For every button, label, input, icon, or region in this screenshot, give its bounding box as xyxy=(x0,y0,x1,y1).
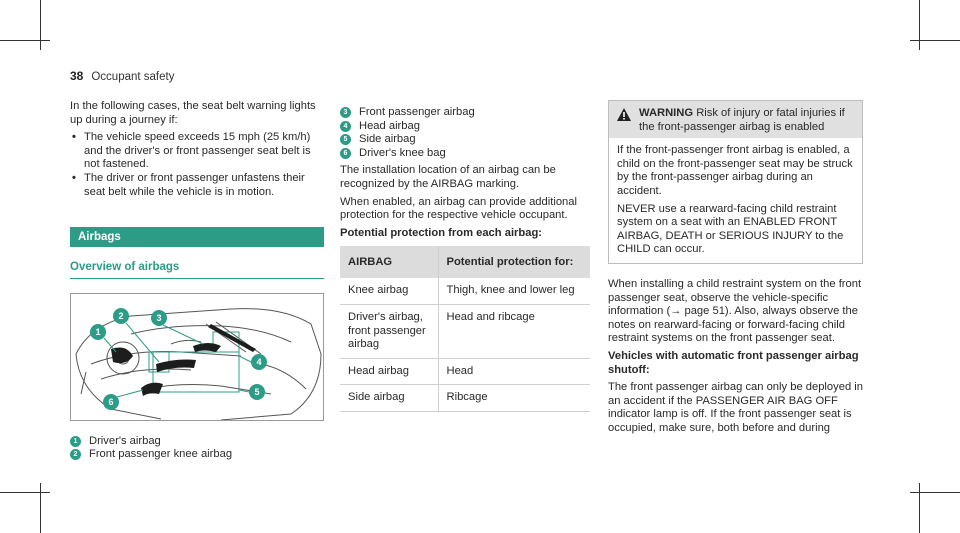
table-cell: Knee airbag xyxy=(340,278,439,305)
bullet-item: The vehicle speed exceeds 15 mph (25 km/… xyxy=(70,131,324,172)
child-restraint-paragraph: When installing a child restraint system… xyxy=(608,277,862,345)
warning-triangle-icon xyxy=(617,108,631,121)
crop-mark xyxy=(919,483,920,533)
crop-mark xyxy=(40,0,41,50)
table-cell: Head xyxy=(438,358,590,386)
number-badge: 1 xyxy=(70,435,81,447)
warning-title-block: WARNING Risk of injury or fatal injuries… xyxy=(639,107,854,134)
protection-paragraph: When enabled, an airbag can provide addi… xyxy=(340,195,577,222)
vehicle-interior-illustration: 1 2 3 4 5 6 xyxy=(75,307,322,420)
subsection-heading: Overview of airbags xyxy=(70,261,324,279)
page-header: 38 Occupant safety xyxy=(70,69,175,85)
crop-mark xyxy=(910,40,960,41)
figure-legend-continued: 3 Front passenger airbag 4 Head airbag 5… xyxy=(340,106,590,160)
warning-text: NEVER use a rearward-facing child restra… xyxy=(617,202,844,256)
warning-title: Risk of injury or fatal injuries if the … xyxy=(639,107,845,133)
warning-label: WARNING xyxy=(639,107,694,119)
column-left: In the following cases, the seat belt wa… xyxy=(70,100,324,462)
page-title: Occupant safety xyxy=(91,71,175,83)
table-header-row: AIRBAG Potential protection for: xyxy=(340,246,590,279)
page-number: 38 xyxy=(70,69,84,83)
legend-label: Driver's knee bag xyxy=(359,146,446,159)
airbag-overview-figure: 1 2 3 4 5 6 xyxy=(70,292,324,421)
table-cell: Head airbag xyxy=(340,358,439,386)
legend-label: Side airbag xyxy=(359,133,416,146)
callout-5: 5 xyxy=(254,387,259,397)
legend-label: Front passenger airbag xyxy=(359,106,475,118)
legend-label: Head airbag xyxy=(359,119,420,132)
number-badge: 4 xyxy=(340,120,351,132)
callout-4: 4 xyxy=(256,357,261,367)
legend-item: 6 Driver's knee bag xyxy=(340,147,590,161)
table-cell: Ribcage xyxy=(438,384,590,412)
crop-mark xyxy=(919,0,920,50)
legend-label: Front passenger knee airbag xyxy=(89,448,233,461)
callout-6: 6 xyxy=(108,397,113,407)
crop-mark xyxy=(0,492,50,493)
table-row: Knee airbag Thigh, knee and lower leg xyxy=(340,278,590,305)
number-badge: 2 xyxy=(70,449,81,461)
number-badge: 3 xyxy=(340,107,351,118)
figure-callouts: 1 2 3 4 5 6 xyxy=(90,307,267,410)
callout-3: 3 xyxy=(156,313,161,323)
bullet-list: The vehicle speed exceeds 15 mph (25 km/… xyxy=(70,131,324,199)
column-right: WARNING Risk of injury or fatal injuries… xyxy=(608,100,863,439)
table-row: Head airbag Head xyxy=(340,358,590,386)
legend-item: 2 Front passenger knee airbag xyxy=(70,448,324,462)
intro-paragraph: In the following cases, the seat belt wa… xyxy=(70,100,316,126)
column-middle: 3 Front passenger airbag 4 Head airbag 5… xyxy=(340,100,590,412)
column-header: AIRBAG xyxy=(340,246,439,279)
legend-item: 3 Front passenger airbag xyxy=(340,106,590,120)
table-heading: Potential protection from each airbag: xyxy=(340,226,543,239)
table-cell: Side airbag xyxy=(340,384,439,412)
bullet-item: The driver or front passenger unfastens … xyxy=(70,172,324,199)
legend-item: 5 Side airbag xyxy=(340,133,590,147)
airbag-protection-table: AIRBAG Potential protection for: Knee ai… xyxy=(340,246,590,412)
warning-box: WARNING Risk of injury or fatal injuries… xyxy=(608,100,863,264)
callout-2: 2 xyxy=(118,311,123,321)
warning-text: If the front-passenger front airbag is e… xyxy=(617,144,853,197)
warning-header: WARNING Risk of injury or fatal injuries… xyxy=(609,101,862,139)
legend-label: Driver's airbag xyxy=(89,434,161,447)
subheading-automatic-shutoff: Vehicles with automatic front passenger … xyxy=(608,349,859,376)
figure-legend: 1 Driver's airbag 2 Front passenger knee… xyxy=(70,435,324,462)
column-header: Potential protection for: xyxy=(438,246,590,279)
section-heading-airbags: Airbags xyxy=(70,227,324,248)
crop-mark xyxy=(40,483,41,533)
shutoff-paragraph: The front passenger airbag can only be d… xyxy=(608,381,863,434)
crop-mark xyxy=(910,492,960,493)
table-cell: Thigh, knee and lower leg xyxy=(438,278,590,305)
table-cell: Driver's airbag, front passenger airbag xyxy=(340,304,439,359)
legend-item: 1 Driver's airbag xyxy=(70,435,324,449)
callout-1: 1 xyxy=(95,327,100,337)
warning-body: If the front-passenger front airbag is e… xyxy=(609,138,862,263)
marking-paragraph: The installation location of an airbag c… xyxy=(340,164,556,190)
table-row: Driver's airbag, front passenger airbag … xyxy=(340,304,590,359)
number-badge: 6 xyxy=(340,147,351,159)
table-row: Side airbag Ribcage xyxy=(340,384,590,412)
table-cell: Head and ribcage xyxy=(438,304,590,359)
legend-item: 4 Head airbag xyxy=(340,120,590,134)
crop-mark xyxy=(0,40,50,41)
number-badge: 5 xyxy=(340,134,351,146)
